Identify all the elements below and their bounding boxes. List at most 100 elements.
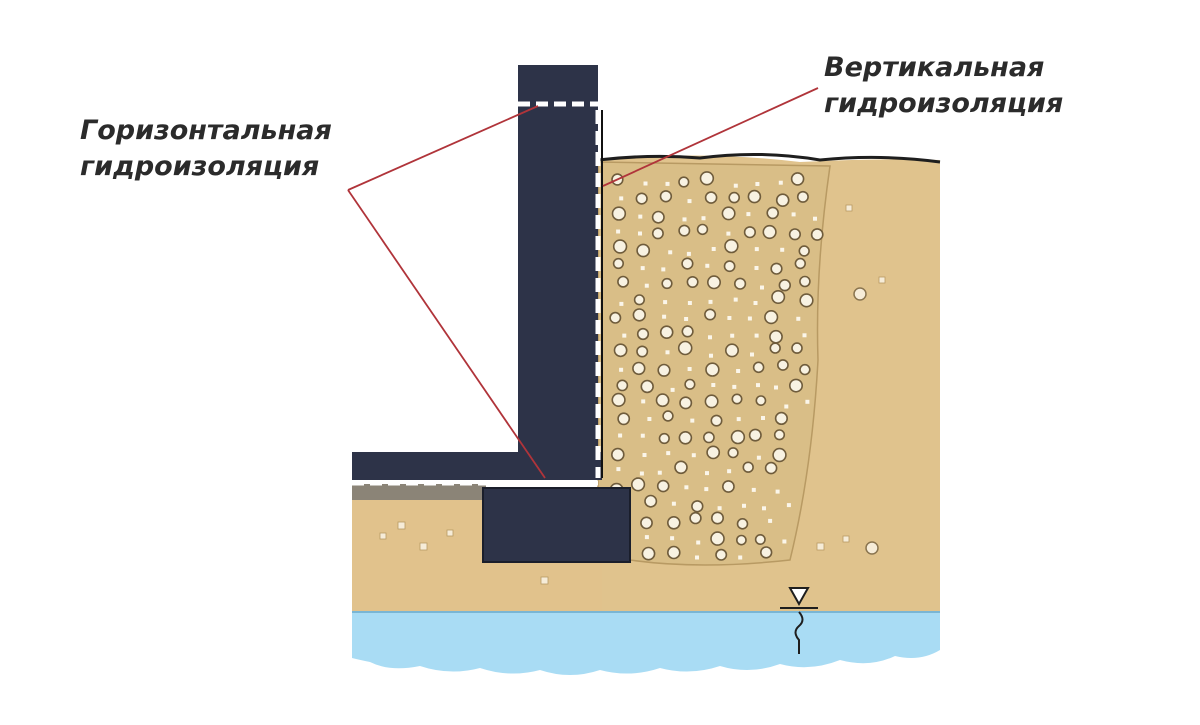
gravel-stone [636, 345, 649, 358]
label-horizontal-waterproofing: Горизонтальная гидроизоляция [80, 113, 332, 185]
gravel-chip [768, 518, 773, 523]
gravel-stone [706, 445, 721, 460]
gravel-stone [728, 191, 741, 204]
gravel-stone [630, 477, 646, 492]
label-horizontal-line2: гидроизоляция [80, 151, 320, 182]
gravel-chip [639, 471, 644, 476]
gravel-stone [736, 534, 747, 546]
gravel-stone [727, 447, 739, 459]
gravel-chip [754, 266, 759, 270]
gravel-chip [782, 539, 787, 544]
gravel-chip [711, 247, 716, 251]
gravel-stone [724, 343, 739, 358]
gravel-chip [618, 433, 623, 438]
groundwater-layer [352, 612, 940, 675]
gravel-stone [704, 191, 718, 204]
gravel-chip [775, 489, 780, 494]
gravel-chip [708, 299, 713, 304]
gravel-chip [691, 453, 696, 458]
gravel-chip [657, 470, 662, 475]
gravel-stone [764, 310, 779, 325]
gravel-stone [755, 395, 767, 406]
gravel-stone [724, 238, 739, 254]
gravel-stone [764, 461, 778, 475]
gravel-chip [665, 350, 670, 355]
gravel-chip [762, 506, 766, 511]
gravel-stone [798, 245, 810, 257]
gravel-stone [641, 546, 656, 561]
gravel-stone [722, 480, 735, 493]
gravel-stone [678, 176, 690, 188]
gravel-stone [611, 392, 626, 408]
gravel-stone [771, 289, 786, 304]
gravel-chip [684, 317, 689, 321]
gravel-chip [638, 214, 643, 219]
gravel-chip [616, 467, 621, 472]
gravel-chip [738, 555, 743, 560]
gravel-chip [753, 301, 758, 305]
gravel-chip [641, 399, 646, 404]
gravel-stone [610, 447, 625, 462]
gravel-stone [651, 210, 665, 224]
gravel-stone [742, 461, 754, 473]
gravel-stone [743, 226, 757, 239]
gravel-chip [647, 417, 652, 421]
gravel-stone [710, 531, 725, 546]
gravel-chip [754, 247, 759, 252]
gravel-chip [732, 384, 737, 389]
gravel-chip [727, 316, 732, 320]
gravel-stone [796, 190, 809, 203]
gravel-stone [696, 223, 709, 236]
gravel-stone [651, 227, 664, 240]
gravel-stone [762, 224, 777, 240]
gravel-chip [802, 333, 807, 338]
gravel-chip [705, 471, 709, 476]
gravel-stone [611, 206, 627, 221]
gravel-chip [727, 469, 732, 474]
gravel-stone [686, 275, 699, 288]
gravel-stone [736, 517, 749, 530]
gravel-stone [616, 379, 629, 392]
gravel-stone [705, 362, 720, 377]
gravel-chip [711, 383, 716, 387]
gravel-stone [788, 378, 803, 393]
gravel-stone [788, 228, 802, 241]
gravel-stone [666, 545, 681, 560]
gravel-chip [761, 416, 765, 420]
gravel-stone [703, 431, 715, 444]
gravel-chip [733, 183, 738, 188]
screed-layer [352, 484, 486, 500]
gravel-stone [612, 239, 628, 254]
gravel-chip [701, 216, 706, 221]
foundation-wall [518, 65, 598, 480]
gravel-stone [769, 342, 781, 354]
gravel-chip [796, 316, 801, 321]
gravel-chip [717, 506, 722, 511]
gravel-stone [681, 325, 694, 338]
gravel-stone [691, 500, 704, 513]
gravel-stone [791, 342, 803, 354]
gravel-chip [682, 217, 687, 222]
gravel-chip [687, 301, 692, 305]
ground-surface-line [597, 152, 941, 164]
gravel-chip [780, 247, 785, 252]
gravel-chip [695, 555, 699, 560]
gravel-stone [609, 311, 622, 324]
gravel-chip [663, 300, 668, 305]
soil-particles [379, 204, 886, 585]
gravel-chip [705, 263, 710, 268]
gravel-chip [696, 540, 701, 545]
gravel-chip [756, 383, 760, 388]
gravel-chip [726, 231, 731, 236]
gravel-stone [721, 206, 736, 221]
gravel-chip [736, 417, 741, 422]
gravel-chip [644, 535, 649, 540]
foundation-footing [482, 487, 631, 563]
gravel-chip [791, 212, 796, 217]
soil-stone [853, 287, 867, 301]
gravel-stone [679, 396, 693, 410]
gravel-stone [613, 343, 628, 358]
gravel-chip [684, 485, 689, 490]
